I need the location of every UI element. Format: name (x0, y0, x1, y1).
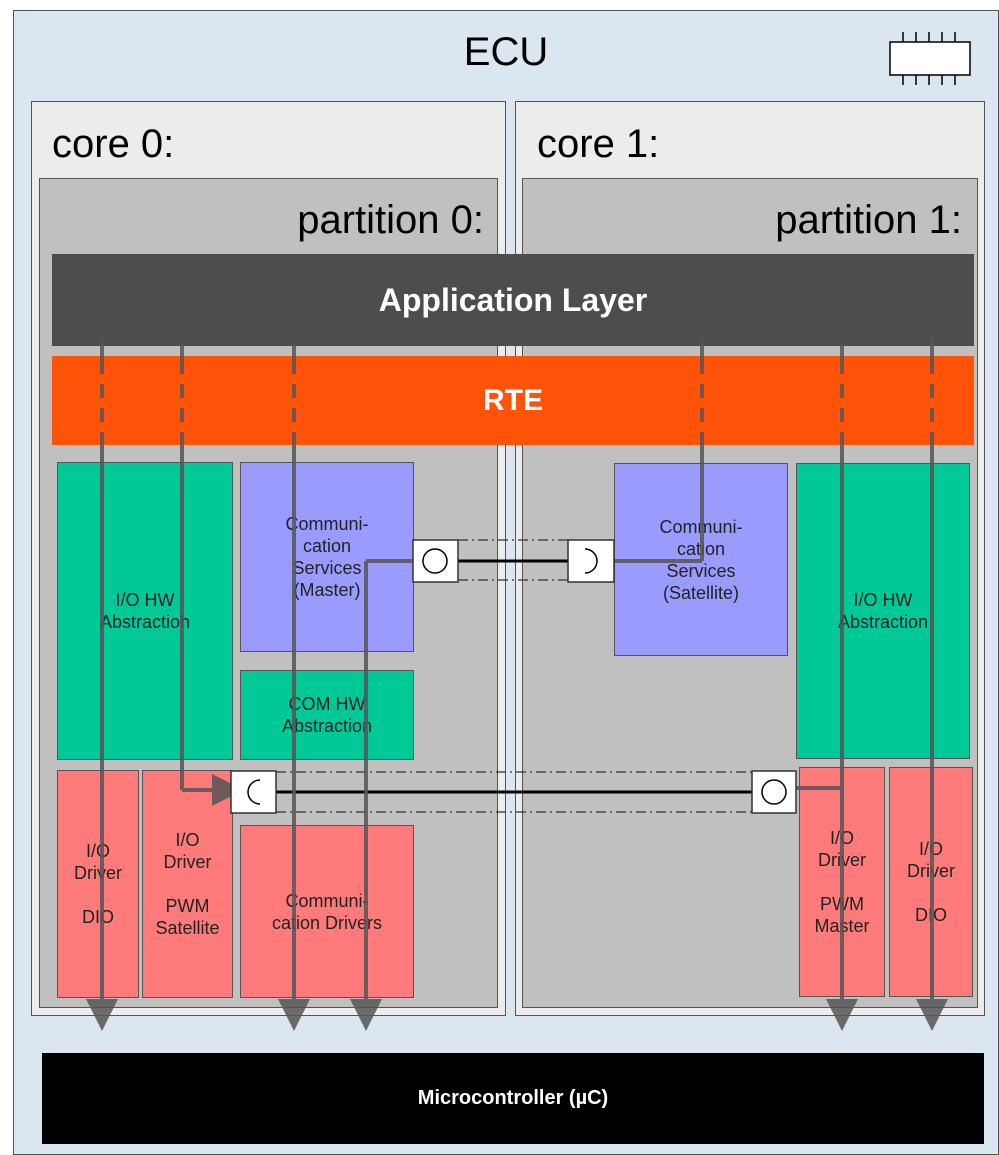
application-layer: Application Layer (52, 254, 974, 346)
core0-io-driver-dio: I/O Driver DIO (57, 770, 139, 998)
core0-io-hw-abstraction: I/O HW Abstraction (57, 462, 233, 760)
partition-0-title: partition 0: (297, 198, 484, 242)
core1-io-hw-abstraction: I/O HW Abstraction (796, 463, 970, 759)
microcontroller: Microcontroller (µC) (42, 1053, 984, 1144)
partition-1-title: partition 1: (775, 198, 962, 242)
rte-layer: RTE (52, 356, 974, 445)
core-0-title: core 0: (52, 122, 175, 166)
core1-io-driver-pwm-master: I/O Driver PWM Master (799, 767, 885, 997)
core0-communication-drivers: Communi- cation Drivers (240, 825, 414, 998)
core0-com-hw-abstraction: COM HW Abstraction (240, 670, 414, 760)
core1-communication-services-satellite: Communi- cation Services (Satellite) (614, 463, 788, 656)
ecu-title: ECU (463, 30, 549, 74)
core0-io-driver-pwm-satellite: I/O Driver PWM Satellite (142, 770, 233, 998)
core0-communication-services-master: Communi- cation Services (Master) (240, 462, 414, 652)
core-1-title: core 1: (537, 122, 660, 166)
core1-io-driver-dio: I/O Driver DIO (889, 767, 973, 997)
